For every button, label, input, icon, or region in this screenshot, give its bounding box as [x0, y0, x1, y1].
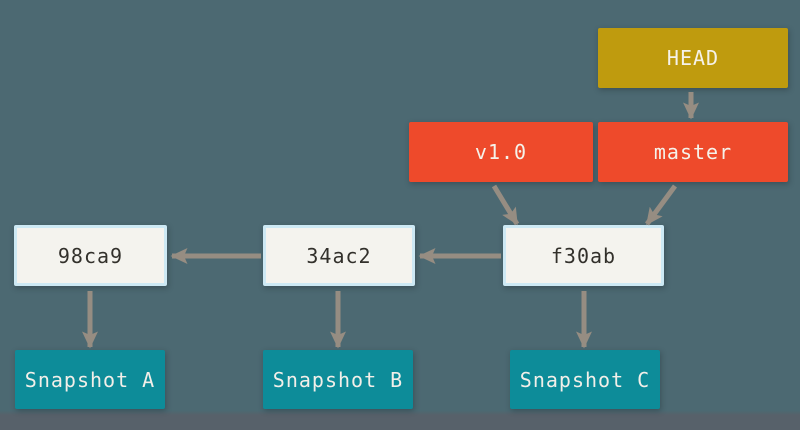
arrow-master-to-f30ab — [644, 184, 678, 226]
branch-master-node: master — [598, 122, 788, 182]
snapshot-a-label: Snapshot A — [24, 367, 156, 392]
tag-v1-node: v1.0 — [409, 122, 593, 182]
arrow-v1-to-f30ab — [491, 184, 520, 226]
snapshot-c-label: Snapshot C — [519, 367, 651, 392]
snapshot-b-node: Snapshot B — [263, 350, 413, 409]
snapshot-b-label: Snapshot B — [272, 367, 404, 392]
head-ref-label: HEAD — [666, 46, 720, 70]
branch-master-label: master — [653, 140, 733, 164]
snapshot-c-node: Snapshot C — [510, 350, 660, 409]
commit-node-f30ab: f30ab — [503, 225, 664, 286]
commit-node-98ca9: 98ca9 — [14, 225, 167, 286]
commit-hash-label: 34ac2 — [306, 243, 372, 268]
commit-hash-label: 98ca9 — [57, 243, 124, 268]
commit-hash-label: f30ab — [550, 243, 617, 268]
commit-node-34ac2: 34ac2 — [263, 225, 415, 286]
snapshot-a-node: Snapshot A — [15, 350, 165, 409]
head-ref-node: HEAD — [598, 28, 788, 88]
tag-v1-label: v1.0 — [474, 140, 528, 164]
